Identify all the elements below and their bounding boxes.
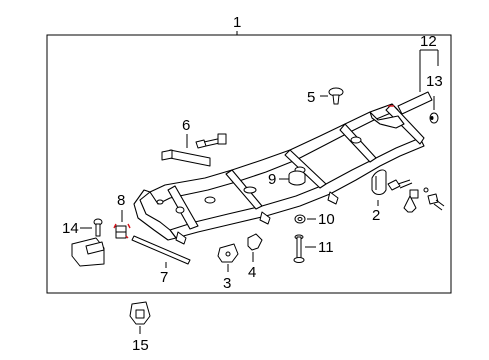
callout-7: 7	[160, 269, 168, 286]
part-14-bracket[interactable]	[71, 237, 105, 267]
part-12-bar[interactable]	[397, 91, 433, 115]
callout-1: 1	[233, 14, 241, 31]
bolt-right-2[interactable]	[427, 193, 445, 211]
callout-12: 12	[420, 33, 437, 50]
callout-10: 10	[318, 211, 335, 228]
part-7-rod[interactable]	[131, 235, 191, 265]
part-15-clip[interactable]	[129, 301, 151, 325]
part-13-cap[interactable]	[429, 112, 439, 124]
clip-right[interactable]	[403, 195, 417, 213]
callout-6: 6	[182, 117, 190, 134]
bolt-right-1[interactable]	[387, 179, 413, 191]
part-8-bushing[interactable]	[115, 225, 127, 239]
assembly-border	[46, 34, 452, 294]
part-14-bolt[interactable]	[93, 218, 103, 237]
frame-assembly[interactable]	[133, 103, 425, 245]
washer-small[interactable]	[423, 187, 429, 193]
part-11-bolt[interactable]	[293, 234, 305, 263]
callout-14: 14	[62, 220, 79, 237]
part-10-washer[interactable]	[294, 214, 306, 224]
callout-5: 5	[307, 89, 315, 106]
callout-3: 3	[223, 275, 231, 292]
part-9-mount[interactable]	[288, 170, 306, 186]
callout-8: 8	[117, 192, 125, 209]
callout-4: 4	[248, 264, 256, 281]
part-2-bracket[interactable]	[371, 169, 387, 195]
part-3-bracket[interactable]	[217, 243, 239, 263]
part-5-push-pin[interactable]	[328, 87, 344, 105]
part-6-bolt[interactable]	[195, 133, 227, 149]
callout-11: 11	[318, 239, 334, 256]
part-4-clip[interactable]	[247, 233, 263, 251]
callout-15: 15	[132, 337, 149, 354]
part-8-highlight	[113, 223, 131, 239]
callout-9: 9	[268, 171, 276, 188]
callout-13: 13	[426, 73, 443, 90]
nut-right[interactable]	[409, 189, 419, 199]
callout-2: 2	[372, 207, 380, 224]
part-6-bar[interactable]	[161, 149, 211, 167]
